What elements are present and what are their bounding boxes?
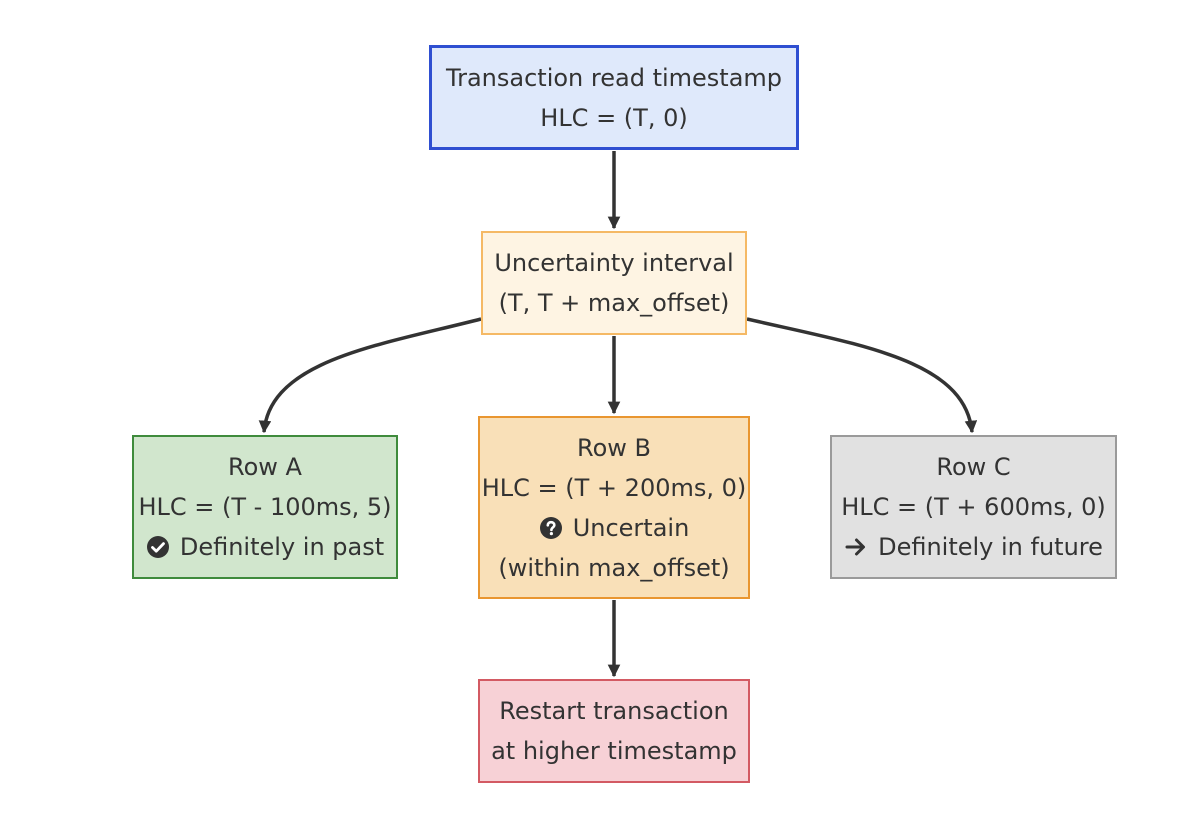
node-uncertainty-interval: Uncertainty interval (T, T + max_offset) <box>481 231 747 335</box>
node-title: Row B <box>576 433 651 462</box>
node-hlc: HLC = (T, 0) <box>540 103 688 132</box>
arrow-right-icon <box>845 538 866 556</box>
node-title: Uncertainty interval <box>494 249 734 277</box>
check-circle-icon <box>146 536 169 558</box>
node-row-a: Row A HLC = (T - 100ms, 5) Definitely in… <box>132 435 398 579</box>
edge-uncertainty-to-row-c <box>746 317 978 434</box>
node-row-b: Row B HLC = (T + 200ms, 0) Uncertain (wi… <box>478 416 750 599</box>
node-note: (within max_offset) <box>498 553 730 582</box>
node-hlc: HLC = (T + 200ms, 0) <box>481 473 747 502</box>
edge-uncertainty-to-row-a <box>258 317 482 434</box>
node-restart-transaction: Restart transaction at higher timestamp <box>478 679 750 783</box>
node-status: Uncertain <box>539 508 690 548</box>
status-text: Definitely in past <box>179 533 385 561</box>
status-text: Definitely in future <box>878 533 1103 561</box>
node-title: Row A <box>228 453 302 481</box>
node-title: Restart transaction <box>499 697 729 725</box>
node-hlc: HLC = (T + 600ms, 0) <box>841 493 1106 521</box>
node-title: Row C <box>936 453 1011 481</box>
node-status: Definitely in past <box>146 527 384 567</box>
node-row-c: Row C HLC = (T + 600ms, 0) Definitely in… <box>830 435 1117 579</box>
question-circle-icon <box>539 516 562 539</box>
node-status: Definitely in future <box>844 527 1103 567</box>
node-transaction-read-timestamp: Transaction read timestamp HLC = (T, 0) <box>429 45 799 150</box>
node-detail: at higher timestamp <box>491 737 737 765</box>
node-interval: (T, T + max_offset) <box>498 289 730 317</box>
node-title: Transaction read timestamp <box>445 63 783 92</box>
node-hlc: HLC = (T - 100ms, 5) <box>138 493 392 521</box>
status-text: Uncertain <box>572 513 690 542</box>
